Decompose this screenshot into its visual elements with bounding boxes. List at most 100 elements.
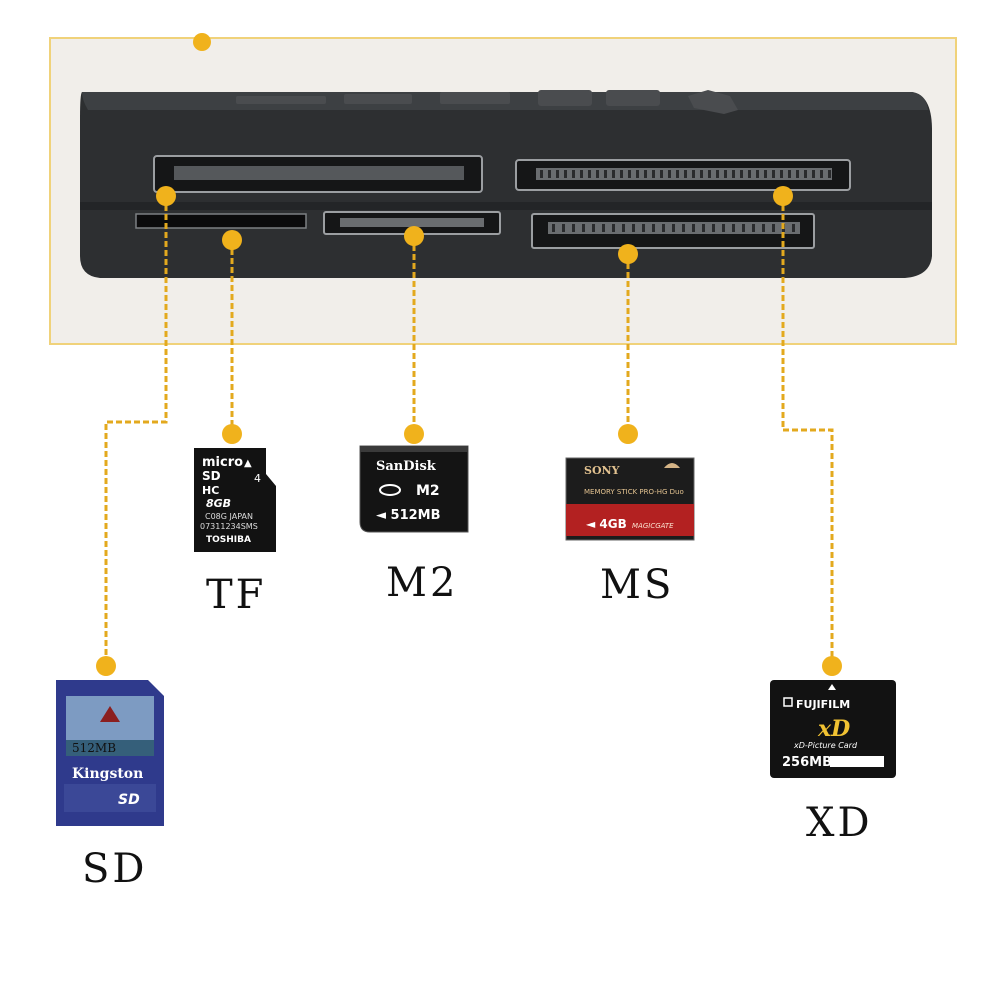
- contact-pin: [722, 224, 725, 232]
- contact-pin: [562, 224, 565, 232]
- contact-pin: [692, 224, 695, 232]
- xd-card-dot: [822, 656, 842, 676]
- ms-card-magicgate: MAGICGATE: [632, 522, 674, 530]
- leader-dots: [96, 33, 842, 676]
- contact-pin: [652, 170, 655, 178]
- tf-card-code1: C08G JAPAN: [205, 512, 253, 521]
- card-reader: [80, 90, 932, 278]
- contact-pin: [564, 170, 567, 178]
- contact-pin: [612, 170, 615, 178]
- contact-pin: [772, 224, 775, 232]
- m2-card-capacity: ◄ 512MB: [376, 508, 441, 523]
- m2-card: SanDisk M2 ◄ 512MB: [359, 445, 469, 533]
- contact-pin: [572, 170, 575, 178]
- leader-lines: [104, 196, 834, 666]
- slot-contact-pins: [540, 170, 831, 232]
- xd-card-subtitle: xD-Picture Card: [793, 741, 858, 750]
- contact-pin: [780, 170, 783, 178]
- contact-pin: [622, 224, 625, 232]
- contact-pin: [582, 224, 585, 232]
- xd-leader-line: [781, 196, 834, 666]
- tf-label: TF: [206, 572, 267, 618]
- m2-card-brand: SanDisk: [376, 459, 437, 474]
- contact-pin: [552, 224, 555, 232]
- contact-pin: [724, 170, 727, 178]
- contact-pin: [548, 170, 551, 178]
- xd-card-arrow-icon: [828, 684, 836, 690]
- embossed-logos: [236, 90, 738, 114]
- sd-card-capacity: 512MB: [72, 741, 116, 755]
- m2-card-dot: [404, 424, 424, 444]
- tf-card-code2: 07311234SMS: [200, 522, 258, 531]
- contact-pin: [636, 170, 639, 178]
- contact-pin: [796, 170, 799, 178]
- ms-card-brand: SONY: [584, 464, 620, 477]
- contact-pin: [642, 224, 645, 232]
- m2-card-logo-icon: [379, 484, 401, 496]
- contact-pin: [692, 170, 695, 178]
- contact-pin: [556, 170, 559, 178]
- contact-pin: [632, 224, 635, 232]
- contact-pin: [812, 170, 815, 178]
- ms-card-dot: [618, 424, 638, 444]
- contact-pin: [820, 170, 823, 178]
- contact-pin: [792, 224, 795, 232]
- contact-pin: [596, 170, 599, 178]
- ms-card-stripe: [566, 504, 694, 536]
- contact-pin: [662, 224, 665, 232]
- contact-pin: [668, 170, 671, 178]
- xd-slot-dot: [773, 186, 793, 206]
- tf-card-class: 4: [254, 472, 261, 485]
- contact-pin: [752, 224, 755, 232]
- m2-slot-dot: [404, 226, 424, 246]
- ms-card-capacity: ◄ 4GB: [586, 517, 627, 531]
- xd-card-brand-icon: [783, 697, 793, 707]
- contact-pin: [748, 170, 751, 178]
- contact-pin: [660, 170, 663, 178]
- sd-slot: [153, 155, 483, 193]
- contact-pin: [682, 224, 685, 232]
- contact-pin: [620, 170, 623, 178]
- contact-pin: [740, 170, 743, 178]
- sd-label: SD: [82, 846, 148, 892]
- sd-card-logo: SD: [118, 792, 140, 808]
- contact-pin: [580, 170, 583, 178]
- ms-card: SONY MEMORY STICK PRO-HG Duo ◄ 4GB MAGIC…: [565, 457, 695, 541]
- contact-pin: [572, 224, 575, 232]
- contact-pin: [762, 224, 765, 232]
- contact-pin: [702, 224, 705, 232]
- tf-slot: [135, 213, 307, 229]
- m2-label: M2: [386, 560, 459, 606]
- tf-card-arrow: ▲: [244, 458, 252, 469]
- tf-card-line1: micro: [202, 455, 243, 470]
- contact-pin: [716, 170, 719, 178]
- tf-card-dot: [222, 424, 242, 444]
- contact-pin: [756, 170, 759, 178]
- sd-slot-dot: [156, 186, 176, 206]
- contact-pin: [732, 170, 735, 178]
- sd-card-dot: [96, 656, 116, 676]
- contact-pin: [672, 224, 675, 232]
- contact-pin: [612, 224, 615, 232]
- ms-card-type: MEMORY STICK PRO-HG Duo: [584, 488, 684, 496]
- contact-pin: [588, 170, 591, 178]
- contact-pin: [742, 224, 745, 232]
- tf-card: micro ▲ SD HC 4 8GB C08G JAPAN 07311234S…: [194, 448, 276, 552]
- frame-dot: [193, 33, 211, 51]
- contact-pin: [644, 170, 647, 178]
- xd-label: XD: [806, 800, 873, 846]
- contact-pin: [700, 170, 703, 178]
- ms-card-logo-icon: [664, 463, 680, 468]
- contact-pin: [628, 170, 631, 178]
- contact-pin: [684, 170, 687, 178]
- contact-pin: [772, 170, 775, 178]
- contact-pin: [788, 170, 791, 178]
- tf-card-line2: SD: [202, 469, 221, 483]
- m2-card-type: M2: [416, 483, 440, 499]
- contact-pin: [652, 224, 655, 232]
- xd-card-logo: xD: [817, 716, 850, 742]
- xd-card-label-strip: [830, 756, 884, 767]
- sd-card-photo-icon: [100, 706, 120, 722]
- tf-card-line3: HC: [202, 484, 219, 497]
